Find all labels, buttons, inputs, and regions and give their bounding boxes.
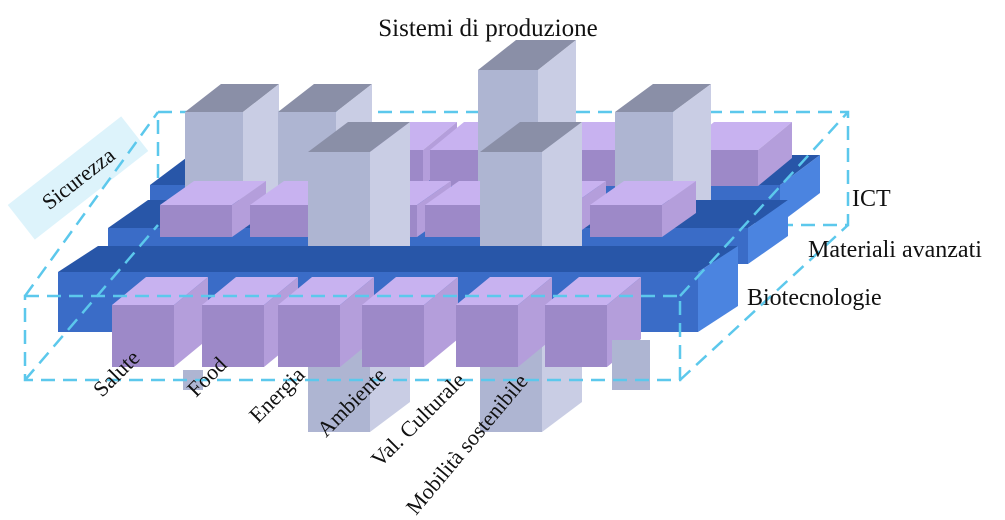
gray-column-back-4-top (615, 84, 711, 112)
gray-column-back-3-top (478, 40, 576, 70)
mid-violet-cube-0-side (232, 181, 266, 237)
front-violet-cube-4-top (456, 277, 552, 305)
gray-column-mid-2-top (480, 122, 582, 152)
gray-column-back-2-top (278, 84, 372, 112)
front-violet-cube-3-side (424, 277, 458, 367)
gray-column-back-1-top (185, 84, 279, 112)
front-violet-cube-0 (112, 277, 208, 367)
area-label-mobilita-sostenibile: Mobilità sostenibile (401, 369, 533, 519)
front-violet-cube-4-front (456, 305, 518, 367)
front-violet-cube-5-front (545, 305, 607, 367)
mid-violet-cube-3-front (425, 205, 497, 237)
mid-violet-cube-0-top (160, 181, 266, 205)
mid-violet-cube-5 (590, 181, 696, 237)
front-violet-cube-3 (362, 277, 458, 367)
area-label-energia: Energia (244, 362, 310, 428)
stem-food (183, 370, 203, 390)
front-dashed-frame (23, 111, 849, 382)
front-violet-cube-0-top (112, 277, 208, 305)
sicurezza-banner-bg (7, 116, 149, 240)
layer-label-biotecnologie: Biotecnologie (747, 285, 882, 311)
back-violet-cube-5-side (758, 122, 792, 186)
dashed-edge-right-top (679, 111, 849, 297)
mid-violet-cube-5-side (662, 181, 696, 237)
front-violet-cube-0-side (174, 277, 208, 367)
front-violet-cube-1-front (202, 305, 264, 367)
bar-biotecnologie-top (58, 246, 738, 272)
front-violet-cube-5-top (545, 277, 641, 305)
front-violet-cube-4 (456, 277, 552, 367)
layer-label-ict: ICT (852, 186, 891, 212)
dashed-edge-right-bottom (679, 224, 849, 381)
stem-right (612, 340, 650, 390)
mid-violet-cube-0 (160, 181, 266, 237)
stem-right-front (612, 340, 650, 390)
layer-label-materiali-avanzati: Materiali avanzati (808, 237, 982, 263)
front-violet-cube-3-front (362, 305, 424, 367)
bar-biotecnologie-side (698, 246, 738, 332)
mid-violet-cube-5-top (590, 181, 696, 205)
diagram-title: Sistemi di produzione (378, 15, 597, 42)
front-violet-cube-3-top (362, 277, 458, 305)
front-violet-cube-4-side (518, 277, 552, 367)
stem-food-front (183, 370, 203, 390)
dashed-edge-left-bottom (24, 224, 159, 381)
front-violet-cube-1-top (202, 277, 298, 305)
mid-violet-cube-5-front (590, 205, 662, 237)
gray-column-mid-1-top (308, 122, 410, 152)
front-violet-cube-2-front (278, 305, 340, 367)
bar-ict-side (780, 155, 820, 223)
bar-materiali-avanzati-side (748, 200, 788, 264)
front-violet-cube-2-top (278, 277, 374, 305)
dashed-edge-left-top (23, 111, 160, 297)
mid-violet-cube-1-front (250, 205, 322, 237)
cube-grid (58, 40, 820, 432)
mid-violet-cube-0-front (160, 205, 232, 237)
front-violet-cube-0-front (112, 305, 174, 367)
